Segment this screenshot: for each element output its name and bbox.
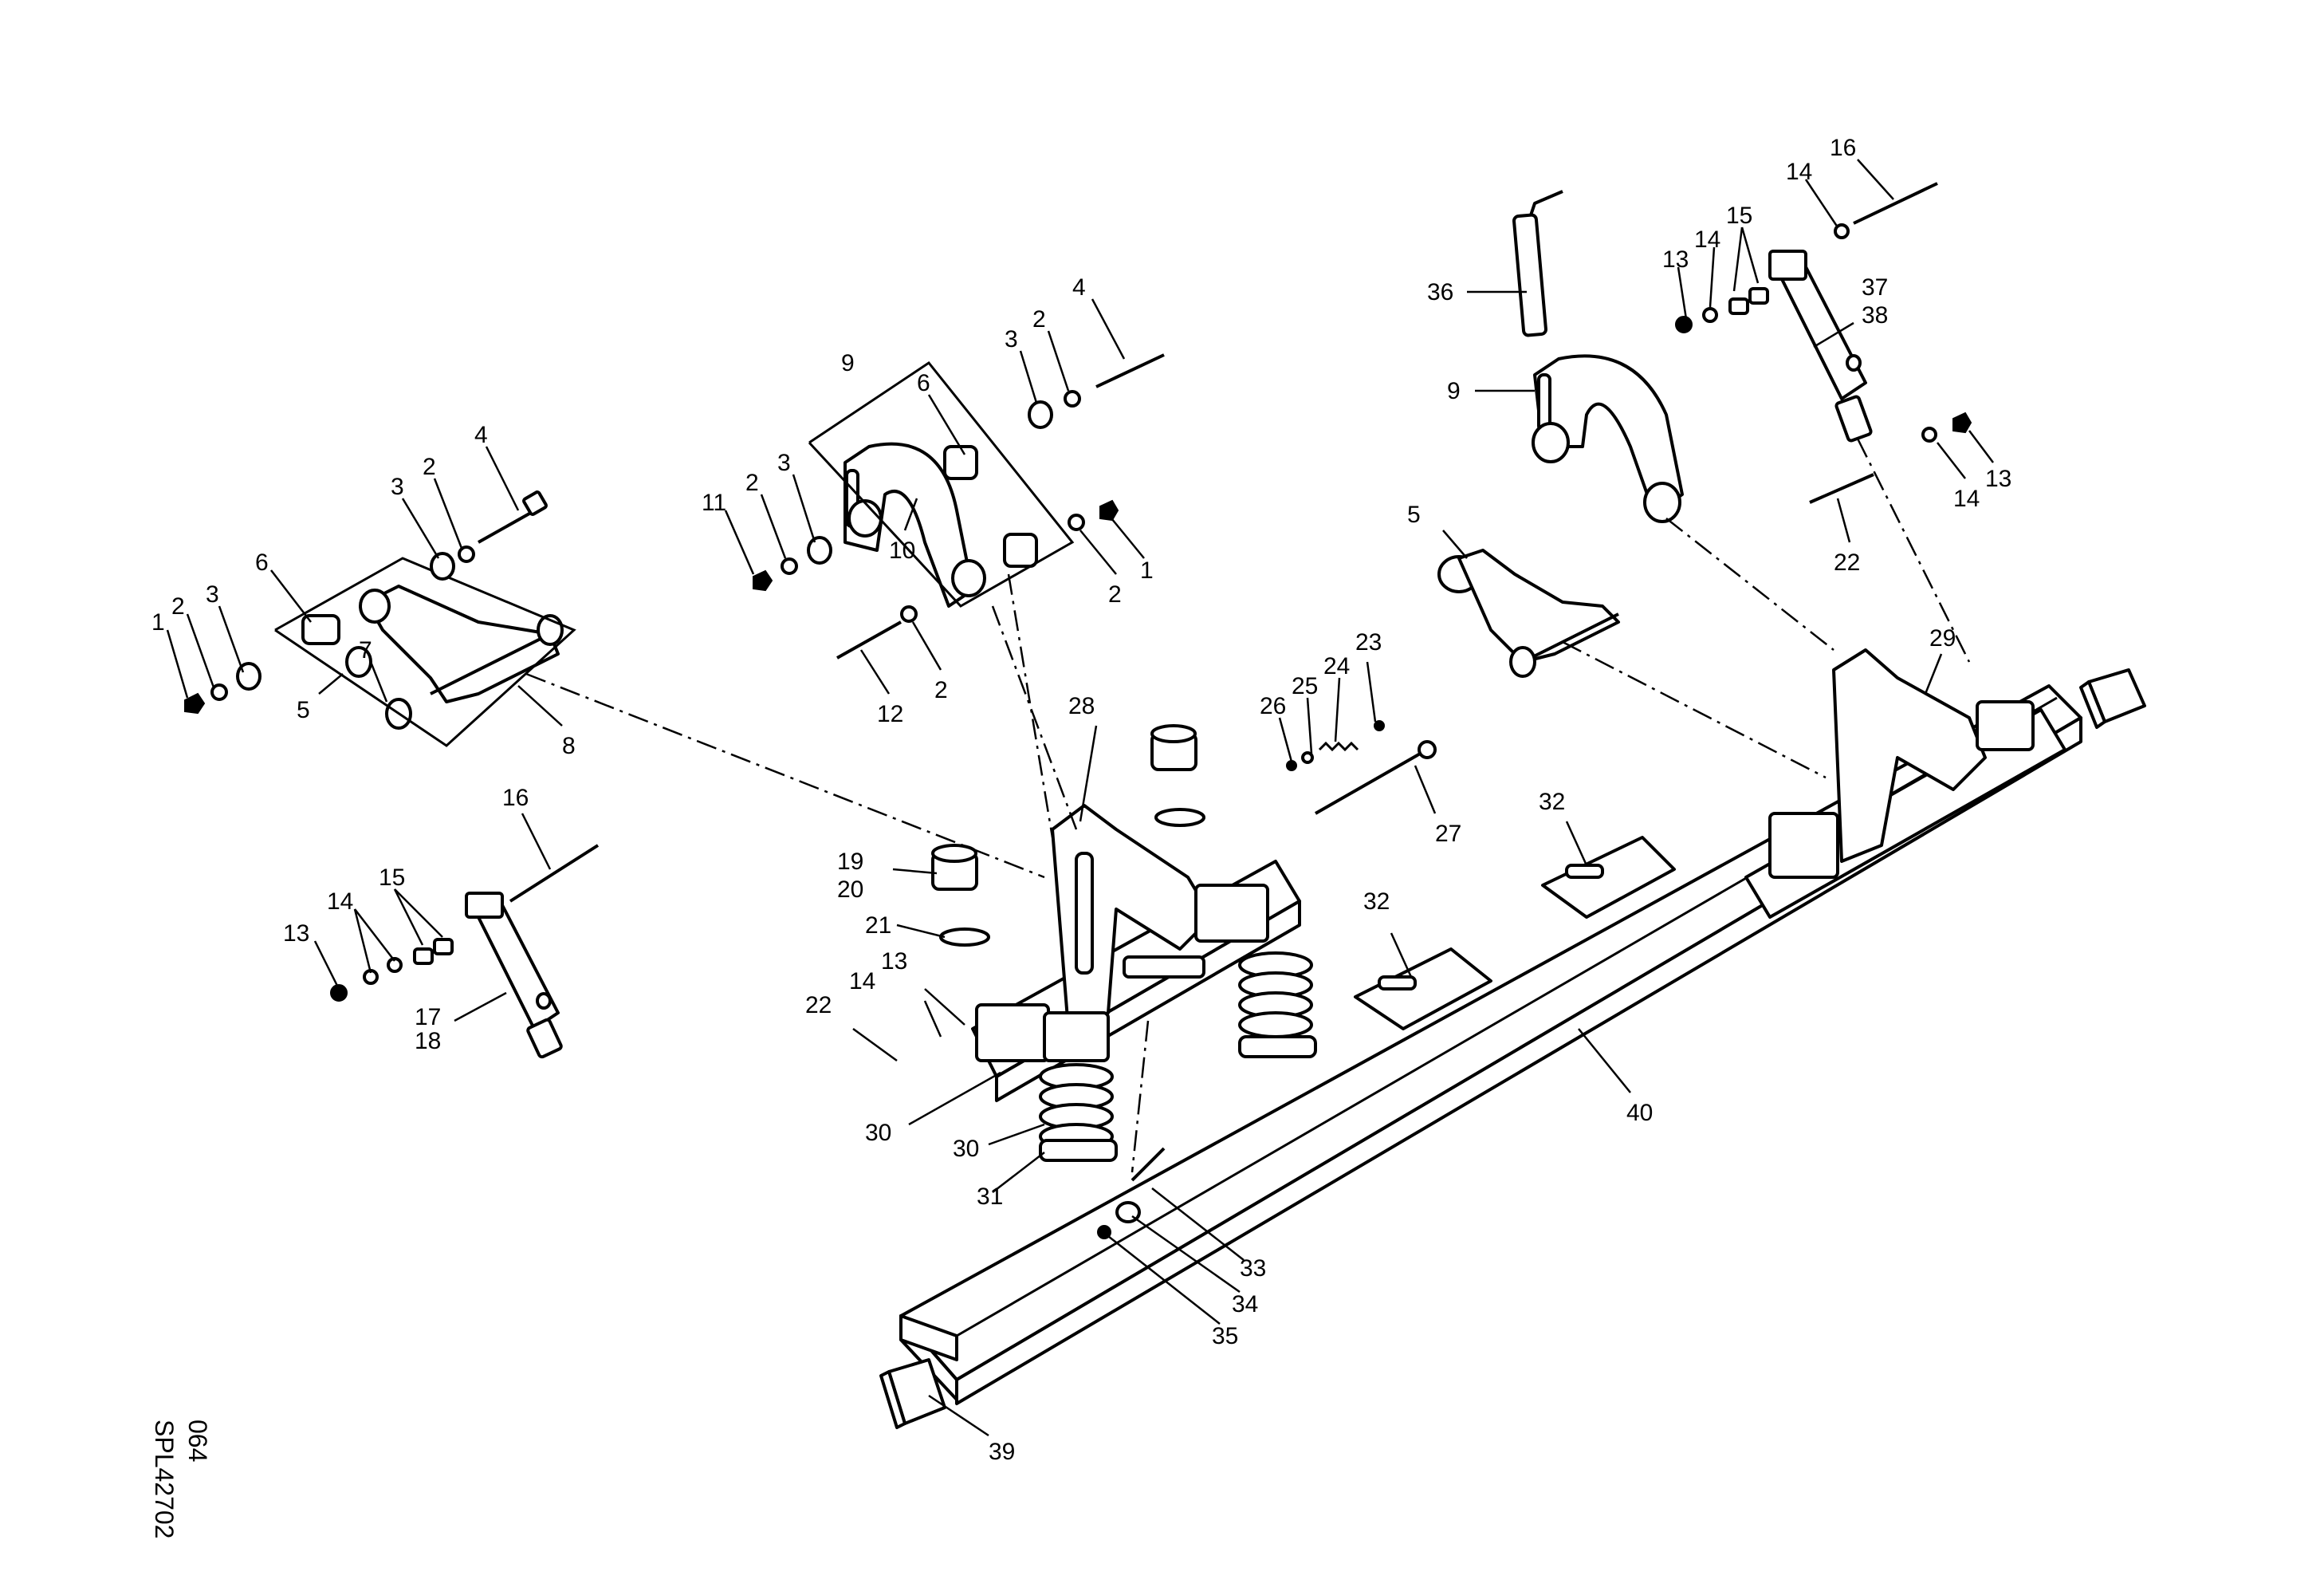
- callout-2: 2: [1032, 306, 1046, 333]
- callout-26: 26: [1260, 693, 1286, 719]
- callout-2: 2: [1108, 581, 1122, 608]
- callout-30: 30: [953, 1136, 979, 1162]
- alignment-lines: [525, 438, 1971, 1173]
- callout-28: 28: [1068, 693, 1095, 719]
- callout-14: 14: [1953, 486, 1980, 512]
- rubber-mount-center: [1150, 724, 1205, 827]
- callout-12: 12: [877, 701, 903, 727]
- callout-23: 23: [1355, 629, 1382, 656]
- callout-6: 6: [255, 549, 269, 576]
- callout-3: 3: [206, 581, 219, 608]
- bolts-33-35: [1097, 1147, 1166, 1239]
- shock-absorber-right: [1675, 182, 1972, 504]
- callout-36: 36: [1427, 279, 1453, 305]
- plate-32a: [1354, 947, 1492, 1030]
- callout-33: 33: [1240, 1255, 1266, 1282]
- callout-31: 31: [977, 1183, 1003, 1210]
- callout-13: 13: [283, 920, 309, 947]
- callout-2: 2: [934, 677, 948, 703]
- callout-5: 5: [1407, 502, 1421, 528]
- callout-1: 1: [151, 609, 165, 636]
- callout-17: 17: [415, 1004, 441, 1030]
- callout-32: 32: [1363, 888, 1390, 915]
- end-cap-39: [879, 1358, 946, 1429]
- callout-27: 27: [1435, 821, 1461, 847]
- callout-20: 20: [837, 876, 863, 903]
- callout-8: 8: [562, 733, 576, 759]
- callout-15: 15: [1726, 203, 1752, 229]
- rubber-mount-19: [931, 844, 990, 947]
- callout-37: 37: [1862, 274, 1888, 301]
- callout-40: 40: [1626, 1100, 1653, 1126]
- callout-9: 9: [841, 350, 855, 376]
- callout-38: 38: [1862, 302, 1888, 329]
- center-bracket-assembly: [971, 804, 1301, 1102]
- callout-3: 3: [391, 474, 404, 500]
- callout-2: 2: [423, 454, 436, 480]
- callout-15: 15: [379, 864, 405, 891]
- drawing-sheet: 064: [183, 1420, 212, 1462]
- callout-34: 34: [1232, 1291, 1258, 1317]
- callout-39: 39: [989, 1439, 1015, 1465]
- callout-29: 29: [1929, 625, 1956, 652]
- center-arm-fasteners: [753, 353, 1165, 660]
- callout-24: 24: [1323, 653, 1350, 679]
- callout-9: 9: [1447, 378, 1461, 404]
- drawing-code: SPL42702 064: [150, 1420, 212, 1538]
- shock-absorber-left: [330, 844, 600, 1059]
- callout-22: 22: [805, 992, 832, 1018]
- callout-4: 4: [474, 422, 488, 448]
- callout-19: 19: [837, 849, 863, 875]
- callout-11: 11: [702, 490, 726, 516]
- upper-arm-center: [843, 442, 1038, 608]
- callout-3: 3: [1005, 326, 1018, 352]
- callout-35: 35: [1212, 1323, 1238, 1349]
- callout-2: 2: [745, 470, 759, 496]
- callout-labels: 1 2 3 6 3 2 4 7 5 8 11 2 3 9 6 10 3 2 4 …: [151, 135, 2011, 1465]
- spring-stack-left: [1039, 1063, 1118, 1162]
- callout-2: 2: [171, 593, 185, 620]
- pin-assembly: [1286, 720, 1437, 815]
- left-arm-fasteners: [184, 490, 548, 715]
- lower-arm-left: [301, 585, 564, 730]
- end-cap-right: [2079, 668, 2146, 729]
- right-bracket-assembly: [1744, 648, 2066, 919]
- callout-13: 13: [1985, 466, 2011, 492]
- callout-1: 1: [1140, 557, 1154, 584]
- callout-16: 16: [1830, 135, 1856, 161]
- callout-16: 16: [502, 785, 529, 811]
- callout-14: 14: [849, 968, 875, 994]
- spring-stack-right: [1238, 951, 1317, 1058]
- callout-21: 21: [865, 912, 891, 939]
- callout-6: 6: [917, 370, 930, 396]
- group-box-9: [808, 360, 1075, 608]
- lower-arm-right: [1437, 549, 1620, 678]
- callout-5: 5: [297, 697, 310, 723]
- callout-4: 4: [1072, 274, 1086, 301]
- callout-7: 7: [359, 637, 372, 664]
- callout-14: 14: [1786, 159, 1812, 185]
- drawing-number: SPL42702: [150, 1420, 179, 1538]
- leader-lines: [166, 159, 1994, 1437]
- callout-14: 14: [327, 888, 353, 915]
- callout-3: 3: [777, 450, 791, 476]
- plate-32b: [1541, 836, 1676, 919]
- callout-10: 10: [889, 538, 915, 564]
- callout-14: 14: [1694, 226, 1720, 253]
- callout-18: 18: [415, 1028, 441, 1054]
- group-box-5: [274, 557, 576, 747]
- callout-13: 13: [1662, 246, 1689, 273]
- upper-arm-right: [1512, 190, 1684, 523]
- callout-32: 32: [1539, 789, 1565, 815]
- callout-30: 30: [865, 1120, 891, 1146]
- callout-13: 13: [881, 948, 907, 975]
- callout-22: 22: [1834, 549, 1860, 576]
- callout-25: 25: [1292, 673, 1318, 699]
